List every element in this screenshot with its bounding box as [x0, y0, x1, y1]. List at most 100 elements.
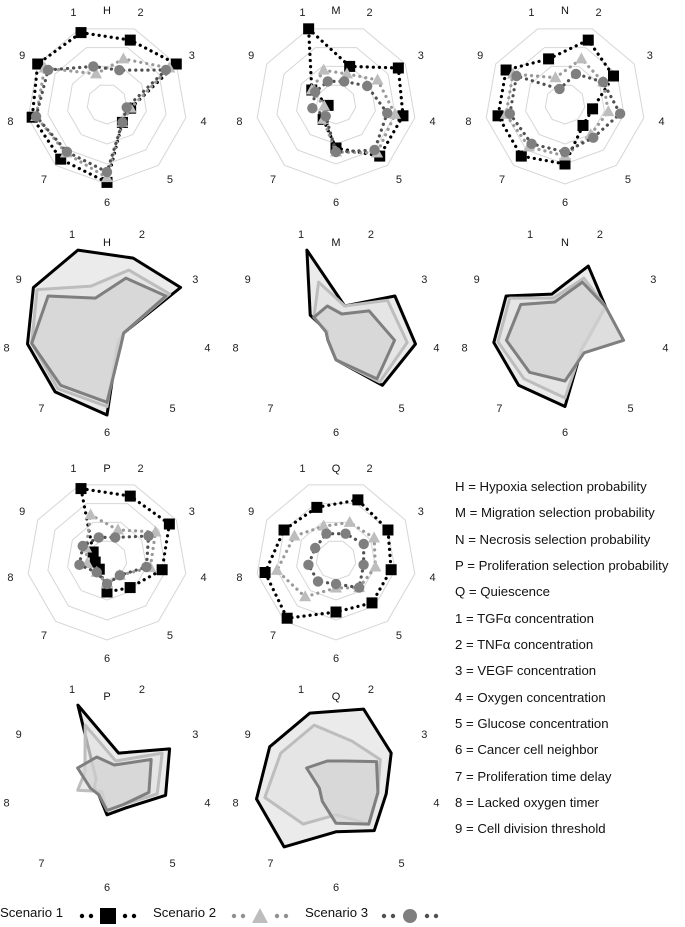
legend-scenario-1-label: Scenario 1	[0, 905, 64, 920]
data-point	[110, 532, 121, 543]
grid-ring	[315, 84, 357, 125]
series-3	[76, 755, 153, 812]
grid-ring	[27, 484, 187, 641]
axis-label: 3	[647, 50, 653, 62]
axis-label: 1	[69, 684, 75, 696]
axis-label: 8	[236, 572, 242, 584]
series-line	[263, 498, 393, 620]
series-line	[306, 532, 366, 590]
series-line	[34, 57, 173, 181]
data-point	[318, 99, 331, 111]
axis-label: 4	[429, 572, 435, 584]
axis-label: 4	[429, 116, 435, 128]
axis-label: 5	[396, 630, 402, 642]
axis-label: 5	[628, 403, 634, 415]
chart-title: Q	[332, 691, 341, 703]
definition-m: M = Migration selection probability	[455, 505, 655, 521]
axis-label: 7	[499, 174, 505, 186]
axis-label: 9	[16, 729, 22, 741]
data-point	[170, 58, 182, 70]
axis-label: 7	[267, 403, 273, 415]
data-point	[330, 578, 342, 590]
axis-label: 5	[625, 174, 631, 186]
data-point	[312, 576, 324, 587]
axis-label: 9	[19, 506, 25, 518]
data-point	[310, 86, 321, 98]
data-point	[317, 519, 330, 531]
axis-label: 8	[3, 798, 9, 810]
axis-label: 4	[433, 798, 439, 810]
data-point	[554, 83, 565, 95]
axis-label: 8	[461, 343, 467, 355]
data-point	[299, 590, 312, 602]
data-point	[397, 110, 409, 122]
axis-label: 6	[333, 653, 339, 665]
data-point	[330, 146, 342, 158]
axis-label: 2	[595, 7, 601, 19]
data-point	[343, 515, 356, 527]
series-3	[30, 61, 172, 178]
series-line	[310, 79, 389, 154]
data-point	[368, 531, 381, 543]
series-3	[303, 528, 369, 593]
axis-label: 3	[189, 50, 195, 62]
series-area	[312, 304, 397, 381]
axis-label: 4	[204, 343, 210, 355]
axis-label: 7	[41, 174, 47, 186]
series-3	[312, 304, 397, 381]
grid-ring	[47, 503, 167, 621]
series-1	[492, 34, 619, 170]
definition-3: 3 = VEGF concentration	[455, 663, 597, 679]
axis-label: 5	[170, 858, 176, 870]
series-3	[307, 76, 393, 158]
data-point	[340, 528, 351, 539]
definition-n: N = Necrosis selection probability	[455, 531, 651, 547]
grid-ring	[67, 65, 147, 145]
axis-label: 1	[299, 7, 305, 19]
definition-6: 6 = Cancer cell neighbor	[455, 742, 599, 758]
chart-title: N	[561, 5, 569, 17]
grid-ring	[485, 28, 645, 185]
axis-label: 6	[104, 882, 110, 894]
data-point	[330, 606, 342, 618]
axis-label: 8	[7, 116, 13, 128]
series-line	[34, 64, 170, 175]
grid-ring	[67, 521, 147, 601]
definition-p: P = Proliferation selection probability	[455, 558, 669, 574]
data-point	[114, 64, 125, 76]
data-point	[156, 564, 168, 576]
data-point	[369, 560, 382, 572]
data-point	[559, 146, 571, 158]
data-point	[91, 567, 102, 578]
axis-label: 8	[232, 798, 238, 810]
legend-scenario-2-label: Scenario 2	[153, 905, 217, 920]
axis-label: 1	[527, 229, 533, 241]
abbreviation-legend: H = Hypoxia selection probability M = Mi…	[455, 474, 668, 843]
data-point	[61, 146, 73, 158]
axis-label: 1	[69, 229, 75, 241]
data-point	[614, 108, 626, 119]
chart-title: N	[561, 237, 569, 249]
axis-label: 9	[248, 506, 254, 518]
data-point	[307, 102, 318, 114]
chart-title: P	[103, 463, 110, 475]
data-point	[587, 103, 599, 115]
data-point	[117, 52, 130, 64]
series-line	[508, 72, 623, 154]
grid-ring	[27, 28, 187, 185]
axis-label: 1	[298, 684, 304, 696]
axis-label: 6	[562, 197, 568, 209]
data-point	[515, 150, 527, 162]
data-point	[382, 524, 394, 536]
axis-label: 7	[496, 403, 502, 415]
data-point	[361, 80, 373, 92]
axis-label: 2	[139, 684, 145, 696]
axis-label: 2	[137, 7, 143, 19]
axis-label: 3	[421, 729, 427, 741]
data-point	[543, 53, 555, 65]
